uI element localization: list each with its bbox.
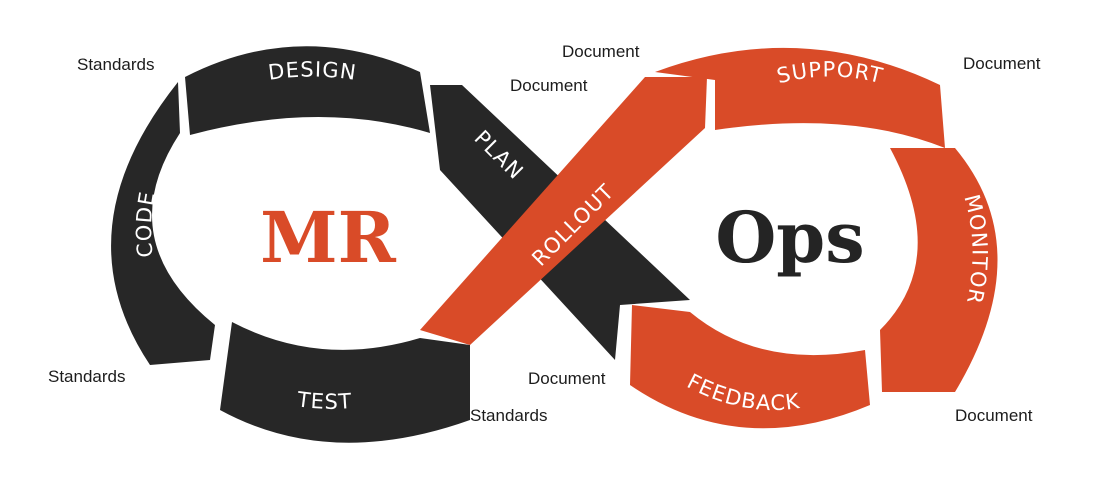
center-label-ops: Ops <box>715 196 864 279</box>
annotation-standards-bottom-left: Standards <box>48 367 126 386</box>
segment-feedback <box>630 305 870 429</box>
annotation-document-top-center-lower: Document <box>510 76 588 95</box>
annotation-document-top-center-upper: Document <box>562 42 640 61</box>
segment-support <box>655 47 945 148</box>
label-code: CODE <box>132 189 160 258</box>
segment-design <box>185 46 430 135</box>
label-design: DESIGN <box>267 57 359 85</box>
segment-monitor <box>880 148 998 392</box>
annotation-standards-top-left: Standards <box>77 55 155 74</box>
annotation-document-top-right: Document <box>963 54 1041 73</box>
segment-code <box>111 82 215 365</box>
segment-rollout <box>420 77 707 345</box>
annotation-document-bottom-right: Document <box>955 406 1033 425</box>
segment-test <box>220 322 470 443</box>
annotation-standards-bottom-center: Standards <box>470 406 548 425</box>
label-test: TEST <box>295 387 353 414</box>
annotation-document-bottom-center: Document <box>528 369 606 388</box>
center-label-mr: MR <box>260 196 396 279</box>
